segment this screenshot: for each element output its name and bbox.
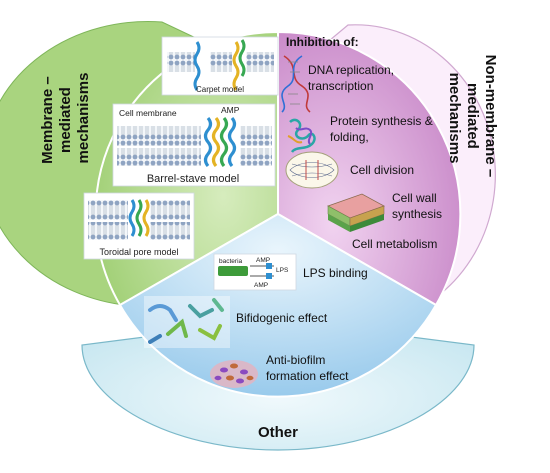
svg-text:AMP: AMP xyxy=(254,282,268,289)
toroidal-pore-model-panel: Toroidal pore model xyxy=(83,192,195,260)
protein-synthesis-text: Protein synthesis & folding, xyxy=(330,114,436,144)
cell-wall-text: Cell wall synthesis xyxy=(392,191,442,221)
svg-text:Carpet model: Carpet model xyxy=(196,85,244,94)
carpet-model-panel: Carpet model xyxy=(161,36,279,96)
amp-helix-icon xyxy=(193,39,246,91)
svg-text:Barrel-stave model: Barrel-stave model xyxy=(147,173,239,185)
dna-helix-icon xyxy=(281,55,311,113)
svg-text:LPS: LPS xyxy=(276,267,289,274)
biofilm-icon xyxy=(210,360,258,388)
non-membrane-mechanisms-label: Non-membrane – mediated mechanisms xyxy=(446,55,499,182)
svg-text:Cell membrane: Cell membrane xyxy=(119,108,177,118)
toroidal-pore-helices-icon xyxy=(128,199,150,237)
non-membrane-sector xyxy=(277,30,462,307)
cell-division-text: Cell division xyxy=(350,163,414,177)
barrel-stave-helices-icon xyxy=(203,116,237,168)
protein-structure-icon xyxy=(287,118,316,153)
bifidobacteria-icon xyxy=(144,296,230,348)
svg-text:AMP: AMP xyxy=(221,105,240,115)
cell-metabolism-text: Cell metabolism xyxy=(352,237,437,251)
inhibition-heading: Inhibition of: xyxy=(286,35,359,49)
cell-wall-icon xyxy=(327,193,385,232)
svg-text:AMP: AMP xyxy=(256,257,270,264)
membrane-mechanisms-label: Membrane – mediated mechanisms xyxy=(39,72,92,164)
lps-binding-text: LPS binding xyxy=(303,266,368,280)
anti-biofilm-text: Anti-biofilm formation effect xyxy=(266,353,349,383)
barrel-stave-model-panel: Cell membrane AMP Barrel-stave model xyxy=(112,103,276,187)
svg-text:Toroidal pore model: Toroidal pore model xyxy=(99,247,178,257)
bifidogenic-text: Bifidogenic effect xyxy=(236,311,328,325)
svg-text:bacteria: bacteria xyxy=(219,258,243,265)
cell-division-icon xyxy=(285,151,339,189)
other-label: Other xyxy=(258,424,298,441)
dna-replication-text: DNA replication, transcription xyxy=(308,63,397,93)
lps-binding-diagram: bacteria AMP LPS AMP xyxy=(213,253,297,291)
